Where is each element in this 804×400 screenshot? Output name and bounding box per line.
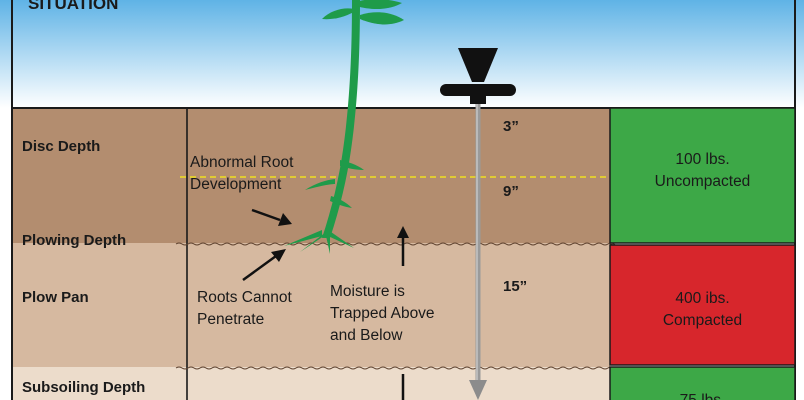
plant-icon	[284, 0, 404, 254]
pressure-text-compacted: 400 ibs. Compacted	[662, 290, 743, 329]
label-plow-pan: Plow Pan	[22, 289, 89, 306]
plant-leaf-lower-left	[322, 8, 354, 20]
subsoil-layer	[12, 367, 610, 400]
pressure-text-subsoil: 75 lbs.	[640, 390, 765, 400]
moisture-arrow-up	[397, 226, 409, 266]
annotation-moisture-trapped: Moisture is Trapped Above and Below	[330, 283, 435, 344]
plow-pan-boundary	[175, 366, 616, 370]
penetrometer-icon	[440, 48, 516, 400]
plant-root-fan	[284, 230, 354, 254]
plow-pan-layer	[12, 243, 610, 367]
arrow-to-abnormal-roots	[251, 208, 292, 226]
plowing-depth-boundary	[175, 242, 616, 246]
penetrometer-handle	[458, 48, 498, 82]
plant-root-lateral-3	[330, 196, 352, 208]
pressure-panel-compacted	[609, 244, 796, 366]
probe-depth-9: 9”	[503, 183, 519, 200]
pressure-panel-uncompacted	[609, 107, 796, 244]
probe-depth-15: 15”	[503, 278, 528, 295]
pressure-panel-subsoil	[609, 366, 796, 400]
plant-root-lateral-1	[340, 160, 364, 170]
header-title: SITUATION	[28, 0, 119, 13]
plant-stem	[322, 0, 360, 238]
penetrometer-tip	[469, 380, 487, 400]
probe-depth-3: 3”	[503, 118, 519, 135]
label-disc-depth: Disc Depth	[22, 138, 101, 155]
annotation-abnormal-root: Abnormal Root Development	[190, 154, 294, 193]
plant-root-lateral-2	[305, 179, 335, 190]
sky	[0, 0, 804, 108]
topsoil-layer	[12, 108, 610, 243]
pressure-text-uncompacted: 100 lbs. Uncompacted	[654, 151, 751, 190]
annotation-roots-cannot-penetrate: Roots Cannot Penetrate	[197, 289, 292, 328]
label-plowing-depth: Plowing Depth	[22, 232, 127, 249]
arrow-to-root-fan	[242, 249, 286, 282]
plant-leaf-upper	[356, 0, 402, 9]
plant-leaf-lower-right	[360, 12, 404, 25]
penetrometer-grip	[440, 84, 516, 96]
label-subsoiling-depth: Subsoiling Depth	[22, 379, 146, 396]
penetrometer-neck	[470, 96, 486, 104]
